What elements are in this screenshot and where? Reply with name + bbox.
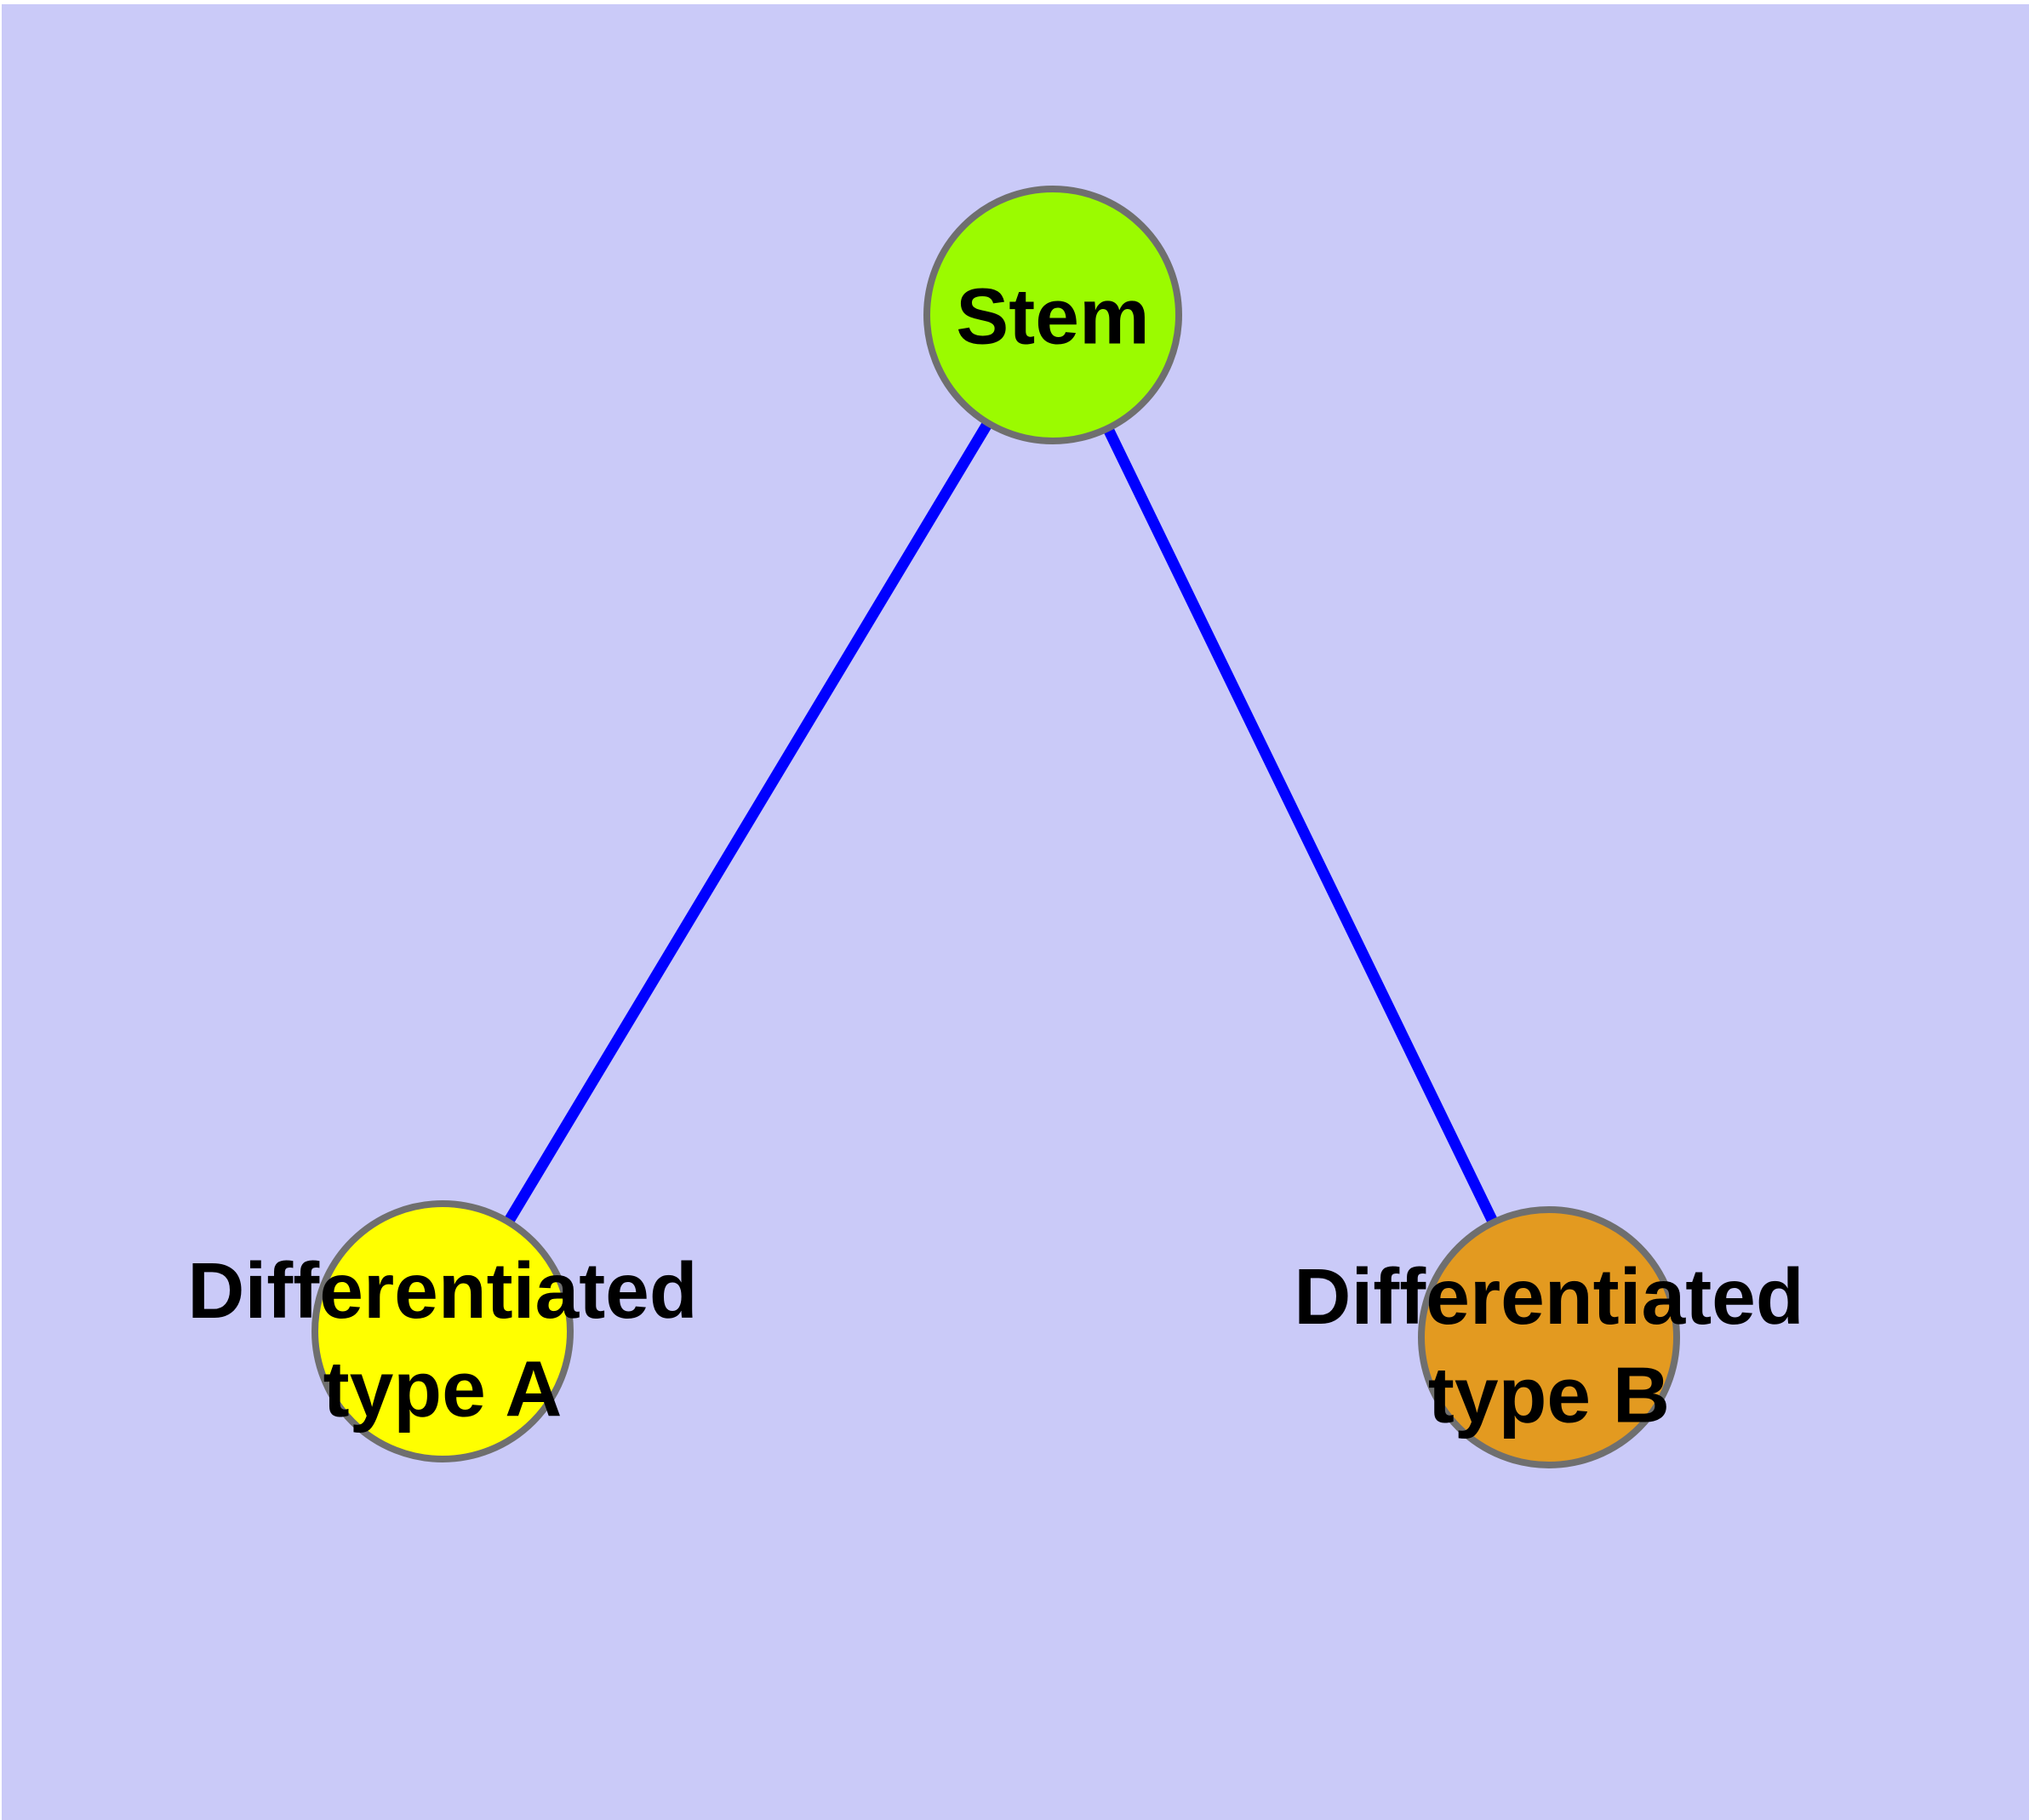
node-differentiated-type-b [1418,1206,1680,1468]
edge-stem-differentiated-type-b [1048,312,1554,1340]
edge-stem-differentiated-type-a [437,312,1058,1335]
nodes-layer [311,186,1680,1468]
node-stem [923,186,1182,444]
node-label-stem: Stem [956,272,1149,360]
edges-layer [437,312,1554,1340]
node-differentiated-type-a [311,1200,574,1462]
